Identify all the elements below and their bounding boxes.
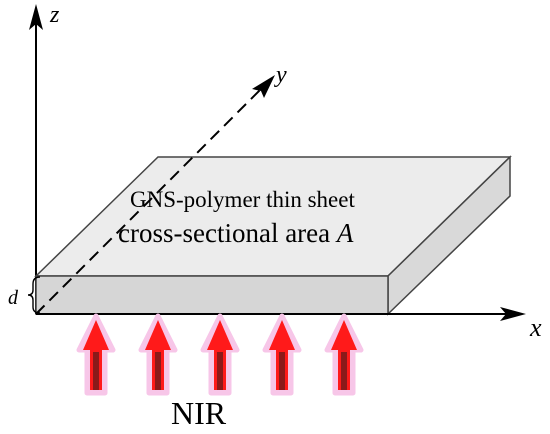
nir-arrows bbox=[76, 313, 364, 396]
thickness-brace bbox=[27, 276, 41, 314]
y-axis bbox=[35, 87, 263, 315]
z-axis-label: z bbox=[49, 2, 60, 28]
nir-arrow bbox=[324, 313, 364, 396]
y-axis-label: y bbox=[274, 62, 287, 88]
y-axis-arrowhead-icon bbox=[252, 75, 275, 98]
nir-arrow bbox=[200, 313, 240, 396]
x-axis-arrowhead-icon bbox=[500, 307, 526, 321]
sheet-front-face bbox=[35, 275, 389, 315]
sheet-area-label: cross-sectional area A bbox=[118, 218, 354, 248]
sheet-area-symbol: A bbox=[335, 218, 354, 248]
x-axis-label: x bbox=[529, 313, 542, 342]
nir-arrow bbox=[138, 313, 178, 396]
nir-arrow bbox=[262, 313, 302, 396]
z-axis-arrowhead-icon bbox=[29, 4, 43, 30]
sheet-title: GNS-polymer thin sheet bbox=[130, 187, 355, 212]
nir-arrow bbox=[76, 313, 116, 396]
sheet-area-text: cross-sectional area bbox=[118, 218, 337, 248]
thickness-label: d bbox=[8, 287, 19, 309]
nir-label: NIR bbox=[171, 395, 227, 431]
